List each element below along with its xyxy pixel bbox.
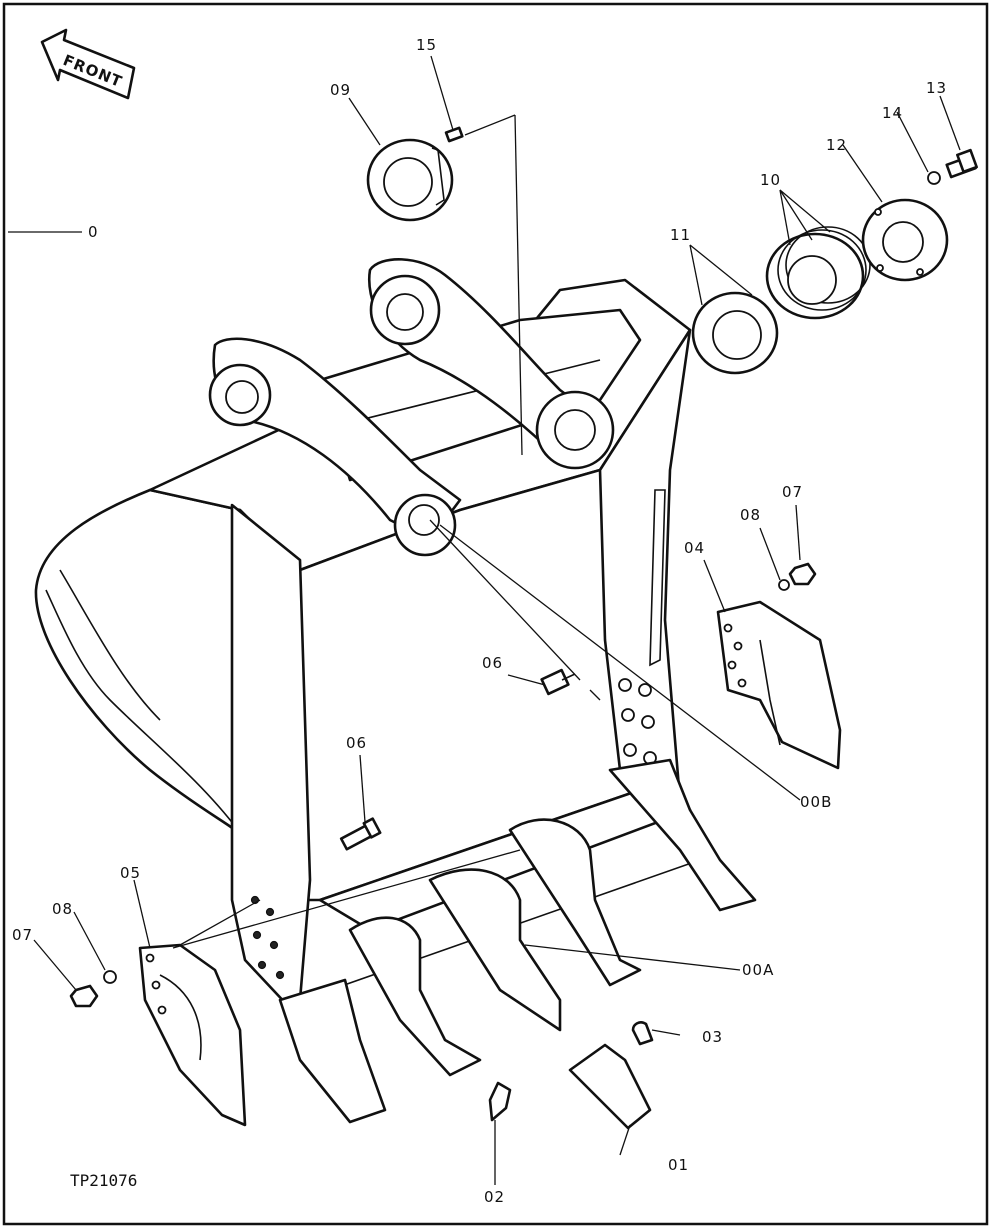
bolt-part-06-left — [339, 817, 382, 851]
callout-labels: 0 15 09 13 14 12 10 11 04 08 07 06 00B 0… — [12, 36, 947, 1206]
washer-part-14 — [927, 171, 941, 185]
bolt-part-06-right — [540, 668, 576, 696]
callout-02: 02 — [484, 1188, 505, 1206]
callout-01: 01 — [668, 1156, 689, 1174]
side-cutter-part-05 — [138, 943, 247, 1127]
callout-15: 15 — [416, 36, 437, 54]
callout-06-left: 06 — [346, 734, 367, 752]
nut-part-07-left — [69, 984, 99, 1008]
washer-part-08-left — [103, 970, 117, 984]
callout-0: 0 — [88, 223, 99, 241]
callout-00A: 00A — [742, 961, 774, 979]
nut-part-07-right — [788, 562, 817, 586]
callout-03: 03 — [702, 1028, 723, 1046]
callout-05: 05 — [120, 864, 141, 882]
shims-part-10 — [765, 226, 871, 320]
callout-07-left: 07 — [12, 926, 33, 944]
leader-lines — [8, 55, 961, 1185]
pin-part-02 — [488, 1081, 512, 1122]
washer-part-08-right — [778, 579, 790, 591]
callout-09: 09 — [330, 81, 351, 99]
callout-08-right: 08 — [740, 506, 761, 524]
tooth-point-part-01 — [568, 1043, 652, 1130]
bushing-part-09 — [366, 138, 454, 222]
callout-04: 04 — [684, 539, 705, 557]
side-cutter-part-04 — [716, 600, 842, 770]
callout-14: 14 — [882, 104, 903, 122]
callout-12: 12 — [826, 136, 847, 154]
figure-code: TP21076 — [70, 1171, 137, 1190]
callout-07-right: 07 — [782, 483, 803, 501]
pin-part-15 — [444, 126, 464, 143]
callout-08-left: 08 — [52, 900, 73, 918]
callout-06-right: 06 — [482, 654, 503, 672]
flange-part-12 — [861, 198, 949, 282]
callout-00B: 00B — [800, 793, 832, 811]
bolt-part-13 — [945, 148, 978, 179]
callout-11: 11 — [670, 226, 691, 244]
bucket-teeth — [278, 758, 757, 1124]
seal-ring-part-11 — [691, 291, 779, 375]
front-arrow-icon: FRONT — [40, 28, 136, 100]
lock-part-03 — [631, 1021, 654, 1046]
callout-13: 13 — [926, 79, 947, 97]
callout-10: 10 — [760, 171, 781, 189]
